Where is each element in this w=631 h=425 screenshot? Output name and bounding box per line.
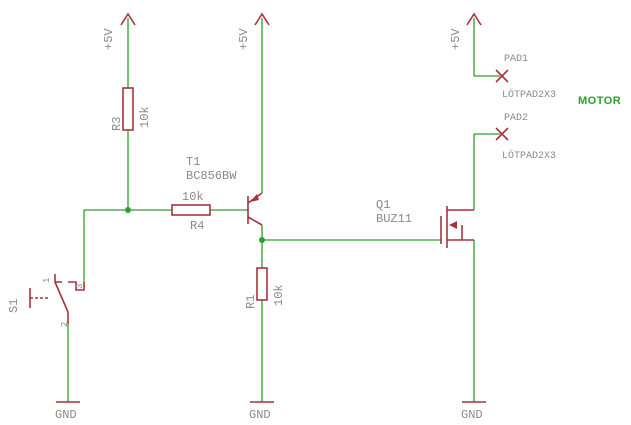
mosfet-q1[interactable]: Q1 BUZ11 [376,198,474,248]
pad-1[interactable]: PAD1 LÖTPAD2X3 [495,54,556,101]
supply-label: +5V [102,28,116,50]
switch-pin2-number: 2 [60,322,70,327]
resistor-r3[interactable]: R3 10k [110,87,152,131]
pad-2[interactable]: PAD2 LÖTPAD2X3 [495,113,556,162]
switch-s1[interactable]: S1 1 2 3 [7,274,85,327]
pad-part: LÖTPAD2X3 [502,149,556,162]
transistor-arrow-icon [250,194,259,202]
transistor-name: T1 [186,155,200,169]
ground-right: GND [461,401,486,422]
junction-base-node [125,207,131,213]
ground-label: GND [461,408,483,422]
pad-part: LÖTPAD2X3 [502,88,556,101]
ground-center: GND [249,401,274,422]
resistor-body-icon [171,204,211,216]
ground-label: GND [55,408,77,422]
wires [67,18,500,402]
resistor-r1[interactable]: R1 10k [244,267,286,309]
supply-label: +5V [237,28,251,50]
resistor-value: 10k [182,190,204,204]
resistor-name: R1 [244,295,258,309]
switch-pin1-number: 1 [42,278,52,283]
mosfet-name: Q1 [376,198,390,212]
pad-cross-icon [495,69,509,83]
mosfet-part: BUZ11 [376,212,412,226]
motor-label: MOTOR [578,95,621,107]
pad-name: PAD1 [504,54,528,65]
pad-name: PAD2 [504,113,528,124]
junction-collector-node [259,237,265,243]
supply-label: +5V [449,28,463,50]
switch-lever-icon [54,281,69,313]
resistor-r4[interactable]: 10k R4 [171,190,211,233]
supply-arrow-icon [254,12,270,26]
transistor-collector-lead [247,216,263,226]
resistor-body-icon [122,87,134,131]
switch-name: S1 [7,299,21,313]
transistor-t1[interactable]: T1 BC856BW [186,155,263,226]
supply-5v-center: +5V [237,12,270,50]
mosfet-arrow-icon [449,221,457,229]
supply-5v-right: +5V [449,12,482,50]
switch-pin1-lead [54,274,62,283]
supply-5v-left: +5V [102,12,136,50]
resistor-name: R3 [110,117,124,131]
ground-label: GND [249,408,271,422]
transistor-part: BC856BW [186,169,237,183]
supply-arrow-icon [120,12,136,26]
resistor-value: 10k [138,106,152,128]
resistor-value: 10k [272,284,286,306]
switch-pin3-lead [68,281,85,291]
resistor-name: R4 [190,219,204,233]
switch-pin3-number: 3 [75,284,85,289]
resistor-body-icon [256,267,268,301]
supply-arrow-icon [466,12,482,26]
ground-left: GND [55,401,80,422]
pad-cross-icon [495,127,509,141]
